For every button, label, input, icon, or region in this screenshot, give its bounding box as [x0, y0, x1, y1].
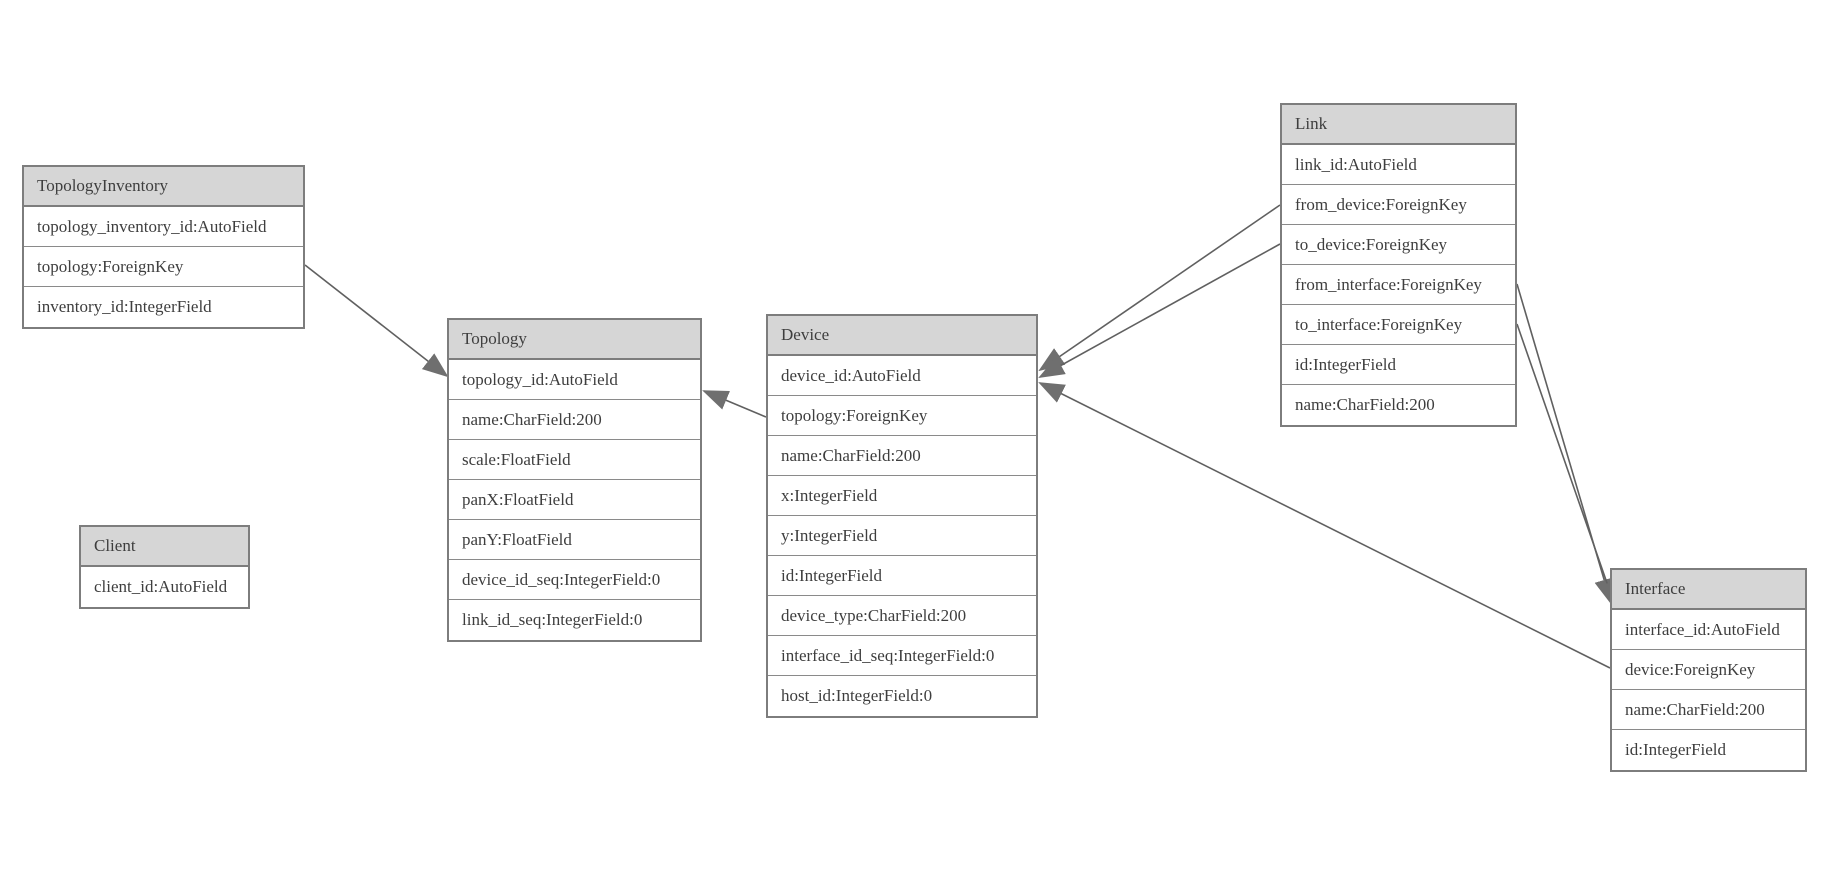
- edge-link-to_device-to-device: [1038, 243, 1281, 378]
- entity-topology-field-5: device_id_seq:IntegerField:0: [449, 560, 700, 600]
- entity-device-field-2: name:CharField:200: [768, 436, 1036, 476]
- entity-link-field-6: name:CharField:200: [1282, 385, 1515, 425]
- edge-link-from_interface-to-interface: [1516, 283, 1614, 605]
- entity-device-field-7: interface_id_seq:IntegerField:0: [768, 636, 1036, 676]
- edge-link-from_device-to-device: [1038, 204, 1281, 372]
- entity-link-field-1: from_device:ForeignKey: [1282, 185, 1515, 225]
- entity-interface-field-3: id:IntegerField: [1612, 730, 1805, 770]
- entity-link-field-5: id:IntegerField: [1282, 345, 1515, 385]
- edge-link-to_interface-to-interface: [1516, 323, 1617, 608]
- edge-device-topology-to-topology: [702, 390, 767, 418]
- entity-interface-field-0: interface_id:AutoField: [1612, 610, 1805, 650]
- entity-device-field-1: topology:ForeignKey: [768, 396, 1036, 436]
- entity-interface-field-1: device:ForeignKey: [1612, 650, 1805, 690]
- entity-device-field-6: device_type:CharField:200: [768, 596, 1036, 636]
- entity-link-field-0: link_id:AutoField: [1282, 145, 1515, 185]
- entity-topology_inventory-title: TopologyInventory: [24, 167, 303, 207]
- entity-device-field-0: device_id:AutoField: [768, 356, 1036, 396]
- entity-link-field-3: from_interface:ForeignKey: [1282, 265, 1515, 305]
- entity-device-title: Device: [768, 316, 1036, 356]
- entity-topology-field-3: panX:FloatField: [449, 480, 700, 520]
- entity-link-title: Link: [1282, 105, 1515, 145]
- entity-device-field-8: host_id:IntegerField:0: [768, 676, 1036, 716]
- entity-interface-title: Interface: [1612, 570, 1805, 610]
- entity-topology-field-2: scale:FloatField: [449, 440, 700, 480]
- entity-client-title: Client: [81, 527, 248, 567]
- entity-topology_inventory-field-0: topology_inventory_id:AutoField: [24, 207, 303, 247]
- entity-topology-field-0: topology_id:AutoField: [449, 360, 700, 400]
- entity-topology-field-1: name:CharField:200: [449, 400, 700, 440]
- entity-link-field-2: to_device:ForeignKey: [1282, 225, 1515, 265]
- entity-topology_inventory-field-2: inventory_id:IntegerField: [24, 287, 303, 327]
- entity-topology-field-4: panY:FloatField: [449, 520, 700, 560]
- entity-device-field-4: y:IntegerField: [768, 516, 1036, 556]
- entity-client-field-0: client_id:AutoField: [81, 567, 248, 607]
- entity-device-field-5: id:IntegerField: [768, 556, 1036, 596]
- edge-topologyinventory-topology-to-topology: [304, 264, 449, 378]
- entity-topology-field-6: link_id_seq:IntegerField:0: [449, 600, 700, 640]
- entity-interface-field-2: name:CharField:200: [1612, 690, 1805, 730]
- entity-topology-title: Topology: [449, 320, 700, 360]
- entity-topology_inventory-field-1: topology:ForeignKey: [24, 247, 303, 287]
- entity-device-field-3: x:IntegerField: [768, 476, 1036, 516]
- entity-link-field-4: to_interface:ForeignKey: [1282, 305, 1515, 345]
